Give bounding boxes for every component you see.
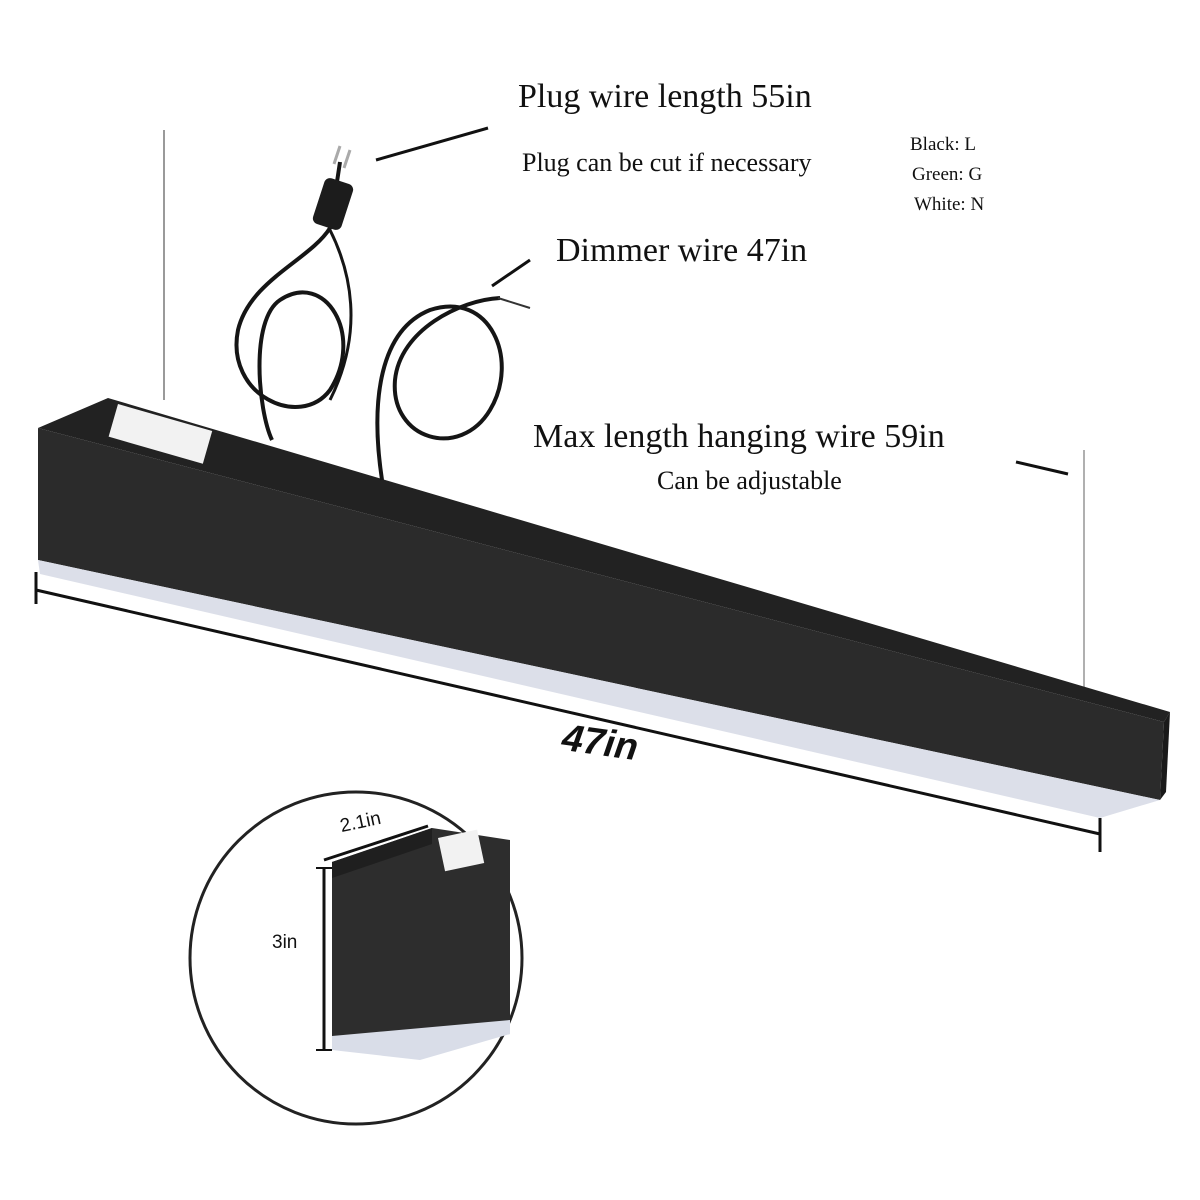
fixture-label-sticker [108,404,213,464]
plug-wire-label: Plug wire length 55in [518,78,812,115]
hanging-leader-line [1015,460,1069,476]
height-label: 3in [272,932,298,953]
led-linear-fixture [38,398,1170,818]
fixture-top-face [38,398,1170,722]
dimmer-leader-line [491,258,531,288]
adjustable-note: Can be adjustable [657,466,842,495]
length-dimension [34,572,1102,852]
wire-legend-green: Green: G [912,164,983,185]
plug-leader-line [375,126,489,162]
fixture-end-face [1160,712,1170,800]
dimmer-wire-coil [375,296,531,481]
wire-legend-black: Black: L [910,134,976,155]
hanging-wire-label: Max length hanging wire 59in [533,418,945,455]
plug-cut-note: Plug can be cut if necessary [522,148,812,177]
wire-legend-white: White: N [914,194,985,215]
dimmer-wire-label: Dimmer wire 47in [556,232,808,269]
fixture-side-face [38,428,1164,800]
fixture-diffuser [38,560,1160,818]
plug-wire-coil [234,161,353,441]
plug-icon [312,145,354,230]
cross-section-detail [188,790,524,1126]
